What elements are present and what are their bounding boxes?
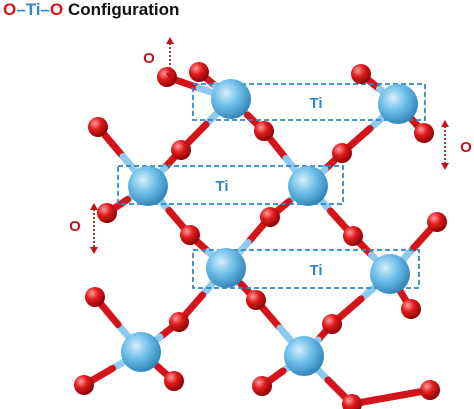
oxygen-atom [254,121,274,141]
oxygen-atom [85,287,105,307]
arrow-down-head [166,73,174,80]
arrow-down-head [90,247,98,254]
titanium-atom [378,84,418,124]
title-titanium: Ti [25,0,41,19]
oxygen-atom [169,312,189,332]
oxygen-atom [342,394,362,409]
oxygen-atom [88,117,108,137]
oxygen-label: O [69,218,81,235]
oxygen-atom [180,225,200,245]
oxygen-atom [427,212,447,232]
oxygen-atom [260,207,280,227]
title-dash-1: – [16,0,26,19]
titanium-atom [128,166,168,206]
diagram-title: O–Ti–O Configuration [3,0,179,22]
oxygen-atom [164,371,184,391]
oxygen-atom [171,140,191,160]
oxygen-atom [246,290,266,310]
ti-layer-box [192,249,420,289]
oxygen-atom [332,143,352,163]
ti-layer-box [117,165,344,205]
oxygen-atom [414,123,434,143]
oxygen-atom [252,376,272,396]
arrow-up-head [90,203,98,210]
ti-layer-label: Ti [309,95,322,112]
oxygen-atom [189,62,209,82]
title-dash-2: – [40,0,50,19]
ti-layer-box [192,83,426,121]
oxygen-atom [420,380,440,400]
oxygen-displacement-arrows: O O O [69,37,472,254]
oxygen-label: O [143,50,155,67]
arrow-up-head [441,120,449,127]
oxygen-label: O [460,139,472,156]
titanium-atom [288,166,328,206]
ti-layer-label: Ti [215,178,228,195]
oxygen-atom [351,64,371,84]
oxygen-atom [157,67,177,87]
title-oxygen-right: O [49,0,64,19]
oxygen-atom [74,375,94,395]
titanium-atom [211,79,251,119]
oxygen-atom [343,226,363,246]
arrow-down-head [441,163,449,170]
oxygen-atom [322,314,342,334]
ti-layer-label: Ti [309,262,322,279]
oxygen-atom [97,203,117,223]
oxygen-atom [401,299,421,319]
titanium-atom [206,248,246,288]
titanium-atom [370,254,410,294]
arrow-up-head [166,37,174,44]
title-oxygen-left: O [3,0,17,19]
titanium-atom [121,332,161,372]
title-configuration: Configuration [63,0,180,19]
titanium-atom [284,336,324,376]
atom-layer [74,62,447,409]
